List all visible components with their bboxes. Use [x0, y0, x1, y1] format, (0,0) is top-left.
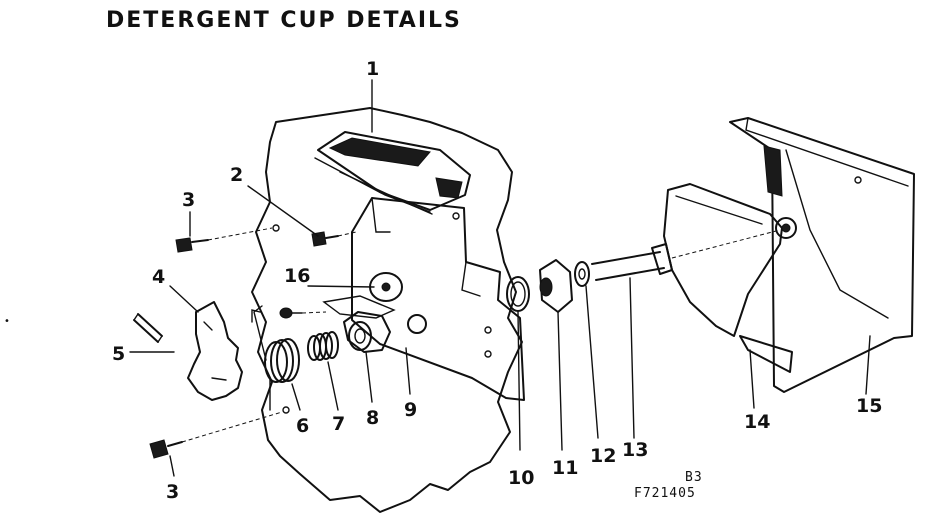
part-6-torsion-spring: [253, 305, 300, 411]
label-part-11: 11: [552, 457, 578, 479]
part-1-cup-lid: [314, 131, 471, 215]
part-10-o-ring: [506, 276, 530, 312]
part-4-latch-lever: [187, 301, 243, 401]
part-3-screw-upper: [175, 224, 280, 253]
label-part-12: 12: [590, 445, 616, 467]
part-12-washer: [574, 261, 590, 287]
part-8-cam: [343, 311, 391, 353]
part-number-code: F721405: [634, 486, 696, 501]
label-part-13: 13: [622, 439, 648, 461]
label-part-3-upper: 3: [182, 189, 195, 211]
part-14-cup-door: [663, 183, 793, 373]
leader-lines: [129, 79, 871, 477]
label-part-9: 9: [404, 399, 417, 421]
label-part-1: 1: [366, 58, 379, 80]
part-7-spring: [307, 331, 339, 361]
part-13-shaft: [591, 229, 781, 281]
label-part-15: 15: [856, 395, 882, 417]
label-part-2: 2: [230, 164, 243, 186]
part-11-bushing: [539, 259, 573, 313]
callout-labels: 1 2 3 4 5 6 7 8 9 10 11 12 13 14 15 16 3: [112, 58, 882, 503]
margin-mark: •: [4, 316, 10, 327]
label-part-10: 10: [508, 467, 534, 489]
housing-panel: [251, 107, 523, 513]
sheet-code: B3: [685, 470, 703, 485]
label-part-7: 7: [332, 413, 345, 435]
part-3-screw-lower: [149, 406, 290, 459]
part-5-pin: [133, 313, 163, 343]
label-part-5: 5: [112, 343, 125, 365]
part-15-cup-housing: [729, 117, 915, 393]
label-part-16: 16: [284, 265, 310, 287]
part-2-screw: [311, 231, 357, 247]
small-screw: [279, 307, 327, 319]
diagram-title: DETERGENT CUP DETAILS: [106, 8, 462, 33]
label-part-3-lower: 3: [166, 481, 179, 503]
label-part-4: 4: [152, 266, 165, 288]
label-part-14: 14: [744, 411, 770, 433]
label-part-6: 6: [296, 415, 309, 437]
label-part-8: 8: [366, 407, 379, 429]
part-16-pivot: [322, 272, 403, 319]
part-9-bracket-plate: [351, 197, 525, 401]
